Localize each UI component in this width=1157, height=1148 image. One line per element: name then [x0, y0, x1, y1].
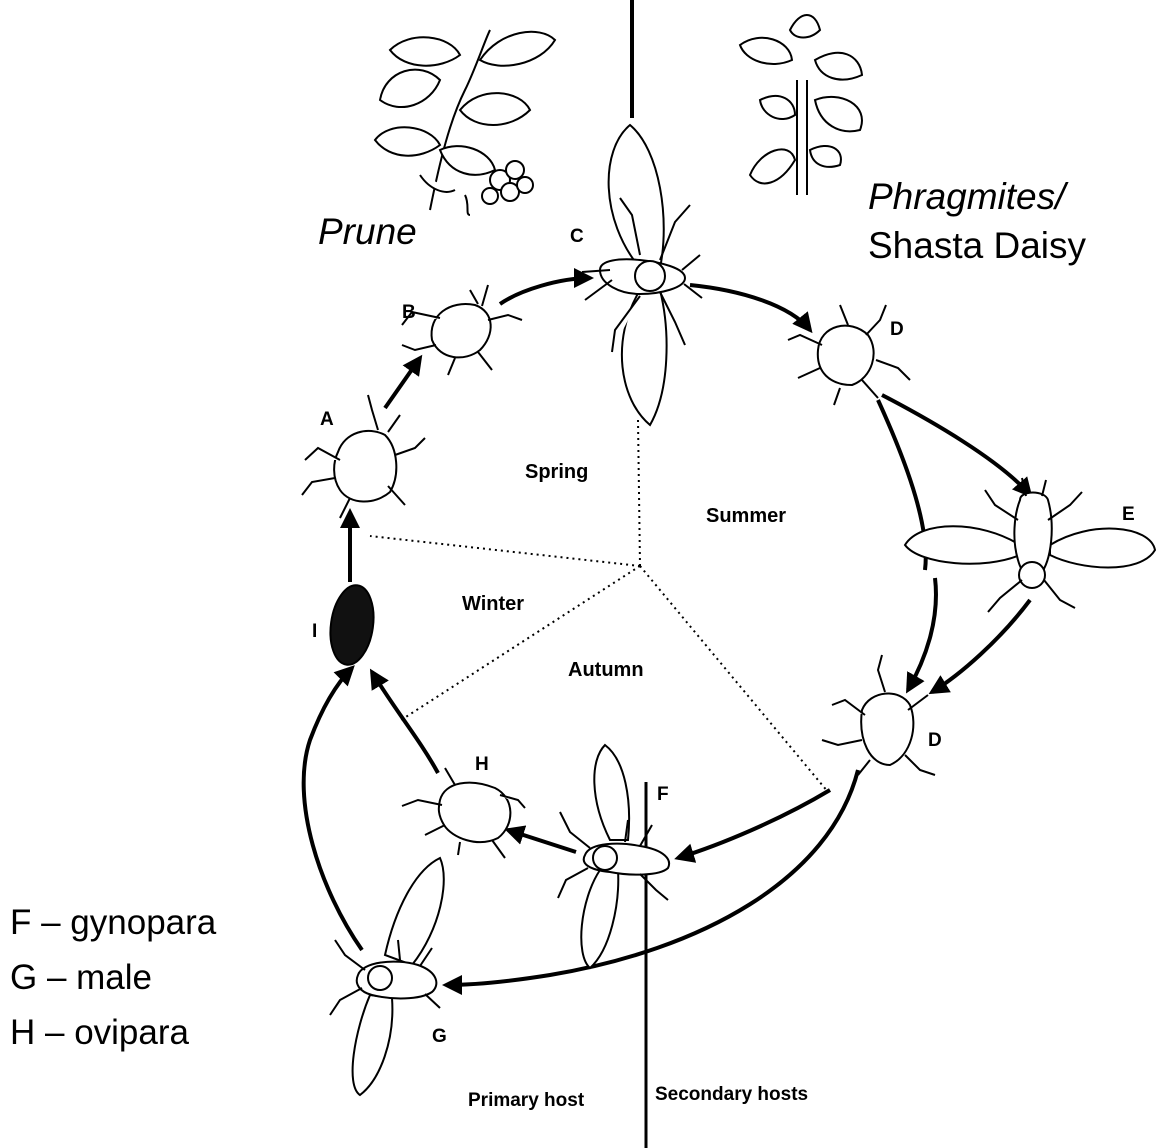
season-dividers [370, 420, 828, 792]
stage-label-b: B [402, 302, 416, 323]
stage-i-egg [326, 582, 379, 667]
cycle-arrows [304, 278, 1030, 985]
stage-g-male [330, 858, 444, 1095]
stage-label-e: E [1122, 504, 1135, 525]
secondary-hosts-label: Secondary hosts [655, 1084, 808, 1105]
stage-label-a: A [320, 409, 334, 430]
season-label-winter: Winter [462, 593, 524, 615]
secondary-host-plant-label-2: Shasta Daisy [868, 226, 1086, 267]
legend-male: G – male [10, 958, 152, 998]
stage-f-gynopara [558, 745, 669, 968]
stage-e-winged [905, 478, 1155, 612]
legend-gynopara: F – gynopara [10, 903, 216, 943]
stage-label-g: G [432, 1026, 447, 1047]
secondary-host-plant-label-1: Phragmites/ [868, 177, 1065, 218]
stage-label-f: F [657, 784, 669, 805]
stage-label-d2: D [928, 730, 942, 751]
stage-c-winged [582, 125, 702, 425]
stage-label-c: C [570, 226, 584, 247]
prune-plant-illustration [375, 30, 555, 215]
stage-label-d1: D [890, 319, 904, 340]
primary-host-label: Primary host [468, 1090, 585, 1111]
stage-label-h: H [475, 754, 489, 775]
season-label-spring: Spring [525, 461, 588, 483]
stage-label-i: I [312, 621, 317, 642]
legend-ovipara: H – ovipara [10, 1013, 189, 1053]
season-label-summer: Summer [706, 505, 786, 527]
secondary-host-plant-illustration [740, 15, 862, 195]
stage-b [402, 285, 522, 375]
primary-host-plant-label: Prune [318, 212, 417, 253]
stage-h-ovipara [402, 768, 525, 858]
season-label-autumn: Autumn [568, 659, 644, 681]
